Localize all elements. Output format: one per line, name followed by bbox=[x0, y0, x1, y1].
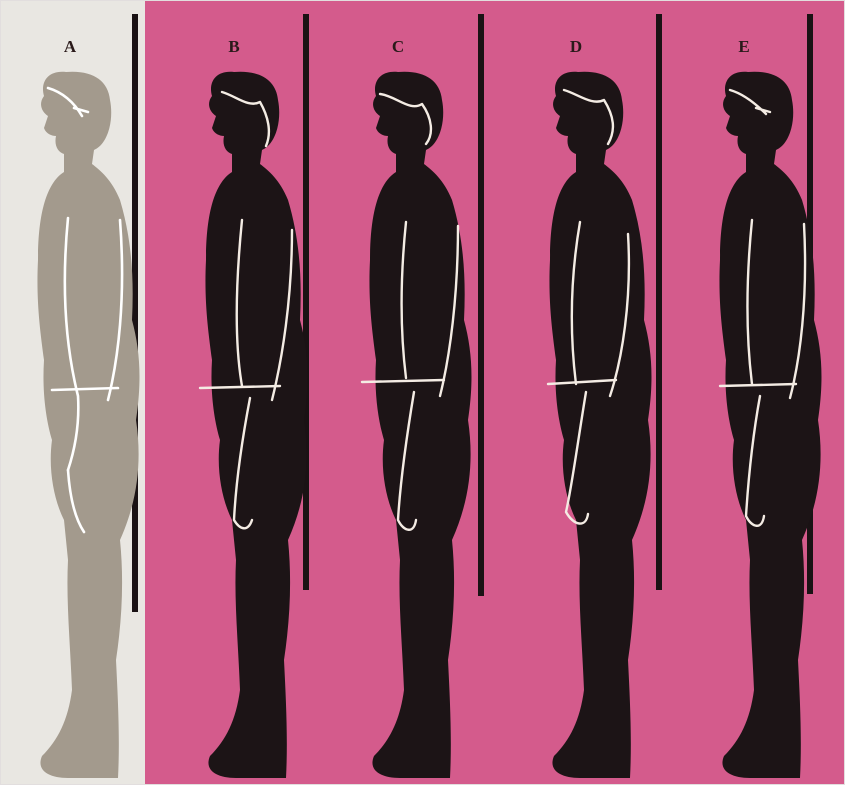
panel-label-e: E bbox=[738, 37, 749, 56]
panel-label-c: C bbox=[392, 37, 404, 56]
panel-label-d: D bbox=[570, 37, 582, 56]
panel-label-a: A bbox=[64, 37, 77, 56]
panel-label-b: B bbox=[228, 37, 239, 56]
